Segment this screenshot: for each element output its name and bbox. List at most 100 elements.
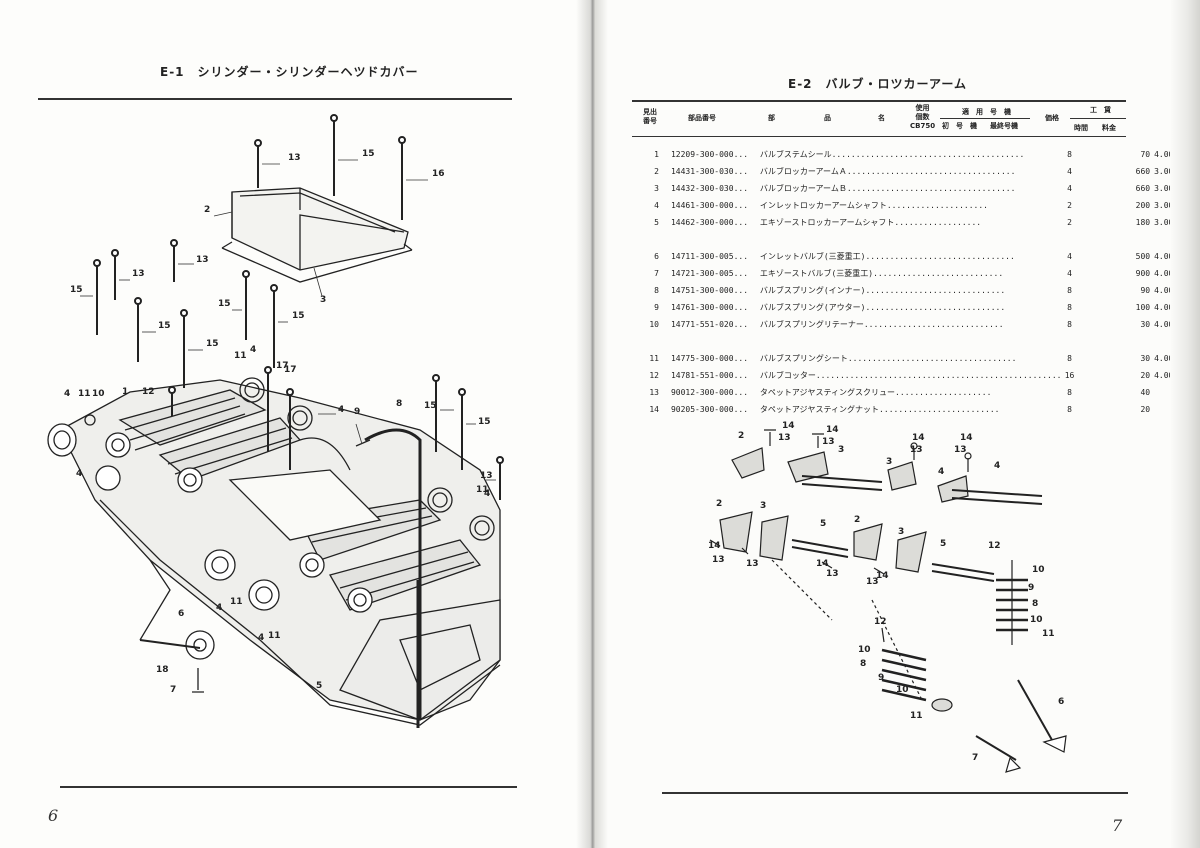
left-callout-15: 15 [218,299,231,309]
left-callout-15: 15 [424,401,437,411]
left-callout-4: 4 [484,489,490,499]
right-callout-2: 2 [854,515,860,525]
price-cell: 660 [1135,184,1151,193]
qty-cell: 16 [1064,371,1075,380]
header-labor: 工 賃 [1090,106,1111,114]
right-callout-2: 2 [738,431,744,441]
left-callout-7: 7 [170,685,176,695]
header-name-char2: 品 [824,114,831,122]
part-number-cell: 14431-300-030... [670,167,749,176]
header-ref-no-line2: 番号 [643,117,657,125]
right-callout-6: 6 [1058,697,1064,707]
right-callout-2: 2 [716,499,722,509]
left-callout-17: 17 [284,365,297,375]
ref-no-cell: 4 [654,201,659,210]
right-callout-13: 13 [910,445,923,455]
hours-cell: 4.00 [1154,286,1174,295]
right-title-rule [632,100,1126,102]
ref-no-cell: 14 [649,405,659,414]
qty-cell: 4 [1067,269,1072,278]
header-ref-no: 見出 番号 [643,108,657,126]
header-qty-line2: 個数 [915,113,930,121]
left-callout-11: 11 [234,351,247,361]
part-number-cell: 14721-300-005... [670,269,749,278]
left-callout-8: 8 [396,399,402,409]
qty-cell: 2 [1067,201,1072,210]
left-callout-10: 10 [92,389,105,399]
right-callout-13: 13 [822,437,835,447]
left-page-number: 6 [48,806,59,825]
part-name-cell: バルブスプリングリテーナー...........................… [759,320,1004,329]
left-callout-15: 15 [292,311,305,321]
price-cell: 20 [1140,405,1151,414]
hours-cell: 3.00 [1154,184,1174,193]
part-name-cell: バルブロッカーアームＡ.............................… [759,167,1016,176]
header-labor-rule [1070,118,1126,119]
header-applicable: 適 用 号 機 [962,108,1011,116]
left-callout-15: 15 [158,321,171,331]
right-callout-5: 5 [820,519,826,529]
left-callout-13: 13 [480,471,493,481]
header-first-no: 初 号 機 [942,122,977,130]
qty-cell: 4 [1067,167,1072,176]
qty-cell: 4 [1067,252,1072,261]
left-callout-13: 13 [288,153,301,163]
ref-no-cell: 10 [649,320,659,329]
left-callout-4: 4 [64,389,70,399]
book-gutter [576,0,608,848]
price-cell: 200 [1135,201,1151,210]
header-name-char1: 部 [768,114,775,122]
left-callout-15: 15 [478,417,491,427]
part-number-cell: 14462-300-000... [670,218,749,227]
hours-cell: 4.00 [1154,371,1174,380]
part-name-cell: バルブステムシール...............................… [759,150,1025,159]
qty-cell: 8 [1067,286,1072,295]
part-name-cell: タペットアジヤスティングスクリュー.................... [759,388,992,397]
header-name-char3: 名 [878,114,885,122]
qty-cell: 8 [1067,320,1072,329]
right-section-title: E-2 バルブ・ロツカーアーム [788,77,967,91]
left-callout-3: 3 [320,295,326,305]
left-callout-16: 16 [432,169,445,179]
left-callout-11: 11 [268,631,281,641]
part-name-cell: インレットロッカーアームシャフト..................... [759,201,988,210]
part-name-cell: インレットバルブ(三菱重工)..........................… [759,252,1015,261]
header-applicable-rule [940,118,1030,119]
left-callout-11: 11 [476,485,489,495]
right-callout-11: 11 [910,711,923,721]
qty-cell: 8 [1067,388,1072,397]
right-callout-13: 13 [746,559,759,569]
part-name-cell: エキゾーストバルブ(三菱重工).........................… [759,269,1004,278]
right-callout-13: 13 [866,577,879,587]
part-name-cell: バルブコッター.................................… [759,371,1062,380]
left-callout-4: 4 [258,633,264,643]
right-callout-14: 14 [912,433,925,443]
price-cell: 660 [1135,167,1151,176]
hours-cell: 4.00 [1154,354,1174,363]
left-section-title: E-1 シリンダー・シリンダーヘツドカバー [160,65,419,79]
right-callout-10: 10 [1030,615,1043,625]
hours-cell: 4.00 [1154,303,1174,312]
left-callout-11: 11 [78,389,91,399]
header-last-no: 最終号機 [990,122,1018,130]
price-cell: 20 [1140,371,1151,380]
ref-no-cell: 3 [654,184,659,193]
hours-cell: 4.00 [1154,252,1174,261]
right-callout-3: 3 [886,457,892,467]
part-number-cell: 14711-300-005... [670,252,749,261]
header-qty-line3: CB750 [910,122,936,130]
right-callout-12: 12 [874,617,887,627]
right-callout-7: 7 [972,753,978,763]
hours-cell: 4.00 [1154,150,1174,159]
ref-no-cell: 7 [654,269,659,278]
right-callout-3: 3 [838,445,844,455]
left-bottom-rule [60,786,517,788]
part-name-cell: エキゾーストロッカーアームシャフト.................. [759,218,982,227]
right-callout-14: 14 [816,559,829,569]
right-callout-14: 14 [960,433,973,443]
right-callout-10: 10 [1032,565,1045,575]
right-callout-13: 13 [826,569,839,579]
left-callout-17: 17 [276,361,289,371]
left-title-rule [38,98,512,100]
